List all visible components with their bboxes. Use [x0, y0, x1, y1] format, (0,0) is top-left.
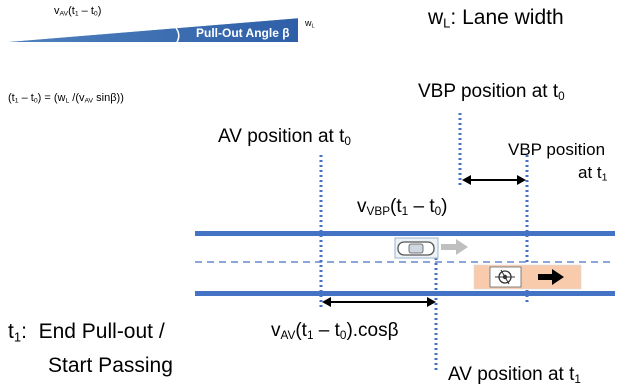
av-distance-label: vAV(t1 – t0).cosβ	[271, 320, 399, 342]
black-direction-arrow	[538, 269, 564, 285]
end-pullout-note-line2: Start Passing	[48, 354, 173, 377]
av-distance-arrow	[322, 297, 436, 307]
angle-arc	[175, 27, 180, 43]
triangle-width-label: wL	[305, 18, 315, 30]
vbp-distance-arrow	[462, 175, 526, 185]
vbp-vehicle-box	[473, 264, 582, 290]
road-top-edge	[195, 231, 615, 236]
triangle-hypotenuse	[4, 17, 299, 43]
vbp-position-t1-label-line1: VBP position	[508, 140, 606, 159]
time-formula: (t1 – t0) = (wL /(vAV sinβ))	[8, 92, 124, 105]
vbp-position-t0-label: VBP position at t0	[418, 81, 565, 103]
pull-out-angle-label: Pull-Out Angle β	[196, 26, 290, 40]
car-top-view-icon	[394, 237, 439, 259]
vbp-position-t1-label-line2: at t1	[578, 163, 608, 184]
av-position-t1-label: AV position at t1	[448, 364, 581, 386]
end-pullout-note-line1: t1: End Pull-out /	[8, 320, 165, 345]
lane-width-legend: wL: Lane width	[428, 6, 564, 31]
av-position-t0-label: AV position at t0	[218, 126, 351, 148]
bicycle-passenger-icon	[495, 269, 515, 285]
vbp-distance-label: vVBP(t1 – t0)	[357, 196, 448, 218]
gray-direction-arrow	[441, 239, 468, 255]
triangle-velocity-label: vAV(t1 – t0)	[54, 5, 102, 18]
road-bottom-edge	[195, 291, 615, 296]
